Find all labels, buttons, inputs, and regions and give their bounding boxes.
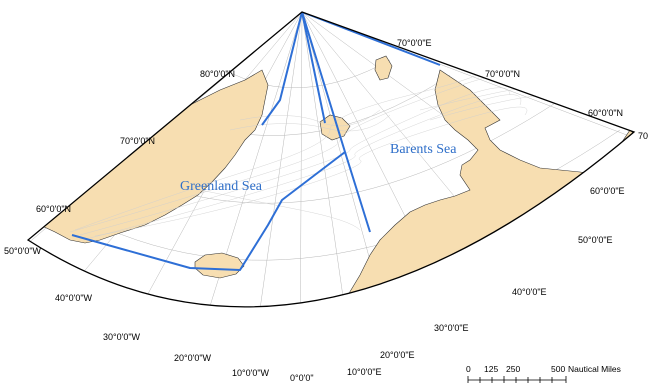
lon-label-10w: 10°0'0"W [232, 368, 270, 378]
lon-label-40e: 40°0'0"E [512, 287, 547, 297]
lon-label-10e: 10°0'0"E [347, 367, 382, 377]
lon-label-40w: 40°0'0"W [55, 293, 93, 303]
lat-label-60n-right: 60°0'0"N [588, 108, 623, 118]
lat-label-70n-left: 70°0'0"N [120, 136, 155, 146]
lon-label-20w: 20°0'0"W [174, 353, 212, 363]
scale-bar: 0 125 250 500 Nautical Miles [466, 364, 621, 383]
lat-label-70n-right: 70°0'0"N [485, 69, 520, 79]
route-southern [71, 151, 346, 271]
scale-value-0: 0 [466, 364, 471, 374]
lon-label-20e: 20°0'0"E [380, 350, 415, 360]
map-frame [26, 11, 636, 308]
scale-unit: Nautical Miles [568, 364, 621, 374]
lon-label-30e: 30°0'0"E [434, 323, 469, 333]
lon-label-70-edge: 70 [638, 131, 648, 141]
lon-label-50w: 50°0'0"W [4, 246, 42, 256]
scale-value-500: 500 [551, 364, 565, 374]
route-greenland-west [261, 12, 303, 126]
shipping-tracks [69, 69, 571, 239]
route-svalbard [301, 12, 326, 124]
lon-label-60e: 60°0'0"E [590, 186, 625, 196]
barents-sea-label: Barents Sea [390, 142, 457, 157]
lon-label-50e: 50°0'0"E [578, 235, 613, 245]
greenland-sea-label: Greenland Sea [180, 179, 263, 194]
scale-ticks [467, 376, 567, 383]
lon-label-30w: 30°0'0"W [103, 332, 141, 342]
scale-value-250: 250 [506, 364, 520, 374]
scale-value-125: 125 [484, 364, 498, 374]
lat-label-60n-left: 60°0'0"N [36, 204, 71, 214]
lon-label-0: 0°0'0" [290, 373, 314, 383]
lon-label-70e-top: 70°0'0"E [397, 38, 432, 48]
novaya-zemlya-land [374, 55, 393, 81]
lat-label-80n: 80°0'0"N [200, 69, 235, 79]
